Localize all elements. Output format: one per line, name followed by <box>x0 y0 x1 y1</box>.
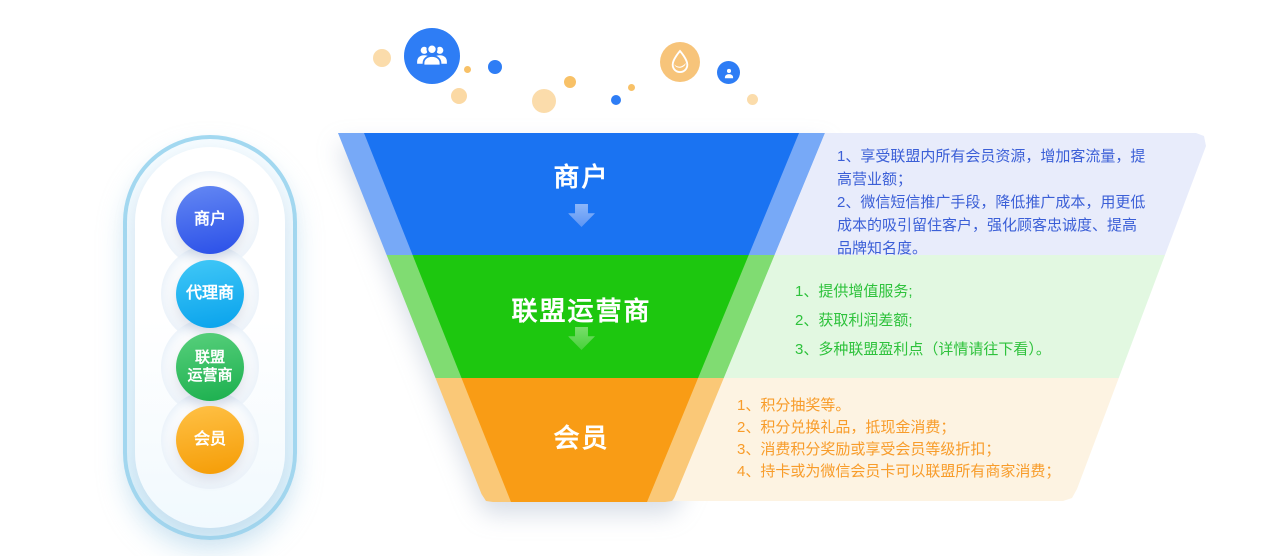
group-of-people-icon <box>404 28 460 84</box>
alliance-operator-benefits-text: 1、提供增值服务; 2、获取利润差额; 3、多种联盟盈利点（详情请往下看）。 <box>795 277 1095 364</box>
decor-dot <box>611 95 621 105</box>
benefit-line: 4、持卡或为微信会员卡可以联盟所有商家消费； <box>737 463 1061 480</box>
legend-label: 会员 <box>193 430 226 448</box>
decor-dot <box>464 66 471 73</box>
legend-circle-merchant: 商户 <box>176 186 244 254</box>
benefit-line: 2、微信短信推广手段，降低推广成本，用更低成本的吸引留住客户，强化顾客忠诚度、提… <box>837 194 1146 257</box>
legend-circle-agent: 代理商 <box>176 260 244 328</box>
funnel-core <box>364 133 799 255</box>
funnel-label: 联盟运营商 <box>511 296 652 326</box>
funnel-core <box>412 255 749 378</box>
decor-dot <box>564 76 576 88</box>
benefit-line: 2、积分兑换礼品，抵现金消费； <box>737 419 956 436</box>
legend-label: 代理商 <box>185 284 234 302</box>
funnel-label: 会员 <box>553 423 610 453</box>
benefit-line: 2、获取利润差额; <box>795 312 913 329</box>
water-drop-icon <box>660 42 700 82</box>
legend-circle-member: 会员 <box>176 406 244 474</box>
funnel-diagram: 商户 联盟运营商 会员 <box>338 133 825 502</box>
decor-dot <box>373 49 391 67</box>
decor-dot <box>488 60 502 74</box>
legend-circle-alliance-operator: 联盟 运营商 <box>176 333 244 401</box>
decor-dot <box>451 88 467 104</box>
decor-dot <box>747 94 758 105</box>
person-icon <box>717 61 740 84</box>
funnel-section-member: 会员 <box>338 378 825 502</box>
benefit-line: 1、提供增值服务; <box>795 283 913 300</box>
role-legend-capsule: 商户 代理商 联盟 运营商 会员 <box>123 135 297 540</box>
benefit-line: 1、享受联盟内所有会员资源，增加客流量，提高营业额； <box>837 148 1146 188</box>
legend-label: 联盟 运营商 <box>187 349 233 384</box>
merchant-benefits-text: 1、享受联盟内所有会员资源，增加客流量，提高营业额； 2、微信短信推广手段，降低… <box>837 145 1149 260</box>
funnel-label: 商户 <box>553 162 610 192</box>
member-benefits-text: 1、积分抽奖等。 2、积分兑换礼品，抵现金消费； 3、消费积分奖励或享受会员等级… <box>737 395 1082 483</box>
decor-dot <box>532 89 556 113</box>
decor-dot <box>628 84 635 91</box>
benefit-line: 3、消费积分奖励或享受会员等级折扣； <box>737 441 1001 458</box>
benefit-line: 1、积分抽奖等。 <box>737 397 851 414</box>
benefit-line: 3、多种联盟盈利点（详情请往下看）。 <box>795 341 1051 358</box>
legend-label: 商户 <box>193 210 226 228</box>
funnel-section-alliance-operator: 联盟运营商 <box>338 255 825 378</box>
funnel-section-merchant: 商户 <box>338 133 825 255</box>
